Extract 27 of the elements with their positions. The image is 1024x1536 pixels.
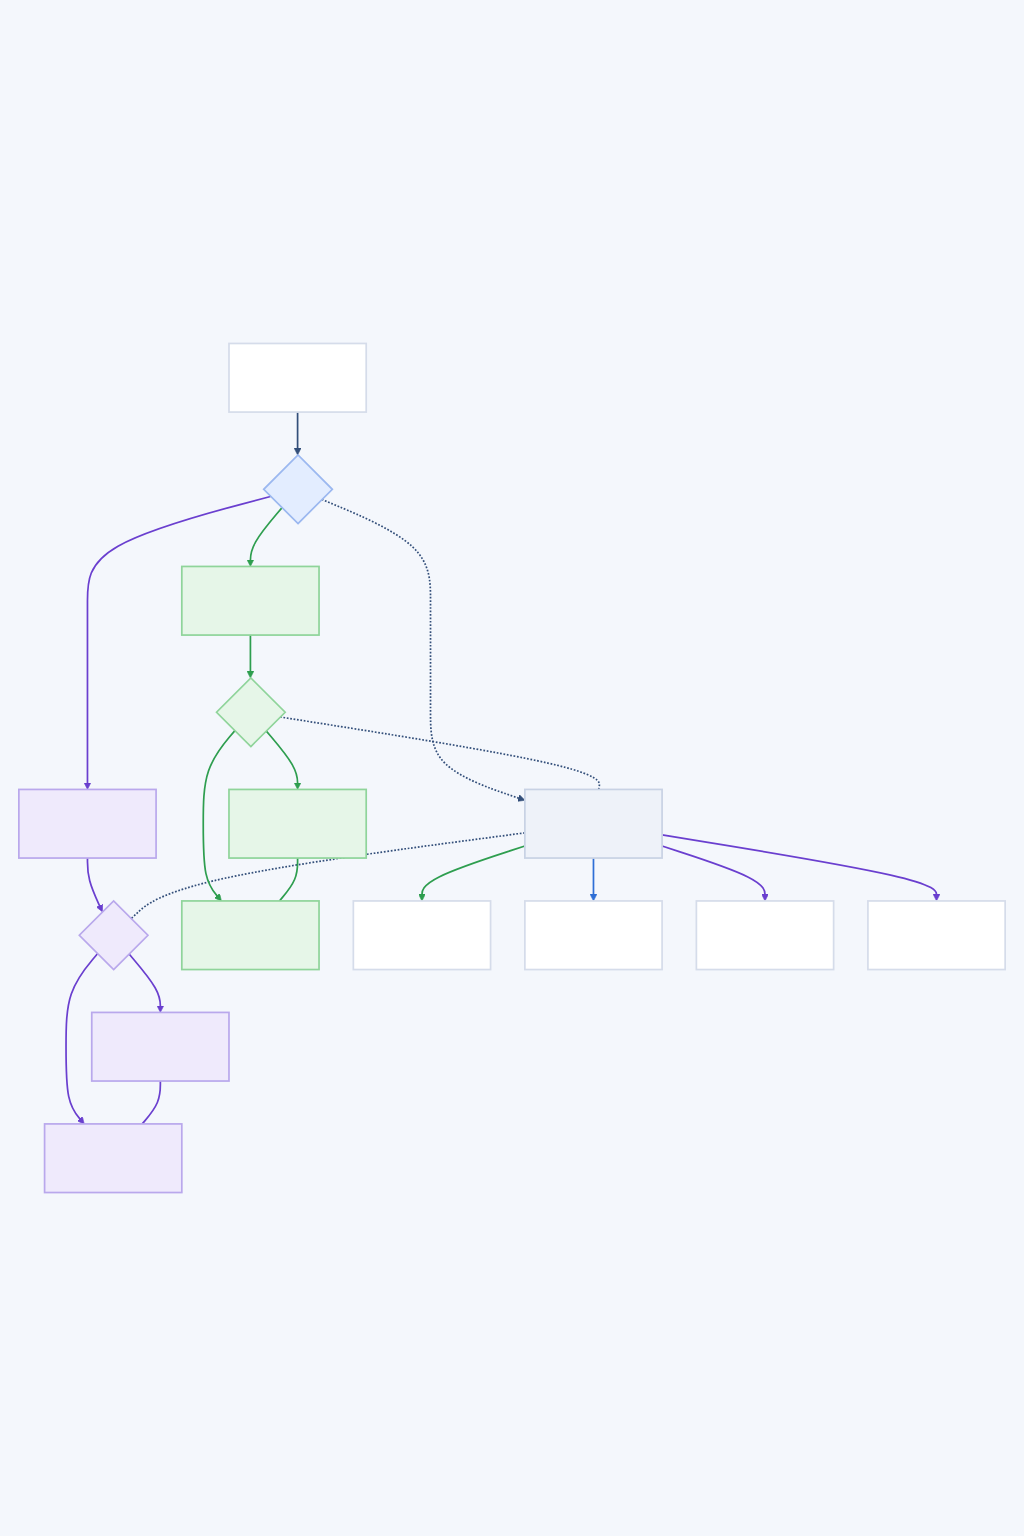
node-box	[524, 900, 663, 971]
node-box	[90, 1011, 230, 1082]
node-box	[43, 1123, 183, 1194]
connector	[278, 857, 299, 902]
arrow	[293, 411, 302, 456]
node-box	[18, 788, 157, 859]
arrow	[65, 952, 99, 1125]
node-box	[352, 900, 492, 971]
arrow	[83, 495, 272, 790]
arrow	[589, 857, 598, 902]
arrow	[246, 507, 283, 567]
node-box	[180, 900, 320, 971]
arrow	[128, 952, 165, 1013]
node-diamond	[262, 453, 334, 525]
arrow	[265, 730, 302, 790]
node-diamond	[215, 676, 287, 748]
arrow	[246, 634, 255, 679]
node-box	[867, 900, 1006, 971]
node-box	[524, 788, 663, 859]
node-box	[695, 900, 835, 971]
node-box	[228, 788, 368, 859]
node-box	[180, 565, 320, 636]
node-box	[228, 342, 368, 413]
connector	[141, 1080, 162, 1125]
arrow	[86, 857, 103, 913]
node-diamond	[78, 899, 150, 971]
arrow	[202, 730, 236, 902]
